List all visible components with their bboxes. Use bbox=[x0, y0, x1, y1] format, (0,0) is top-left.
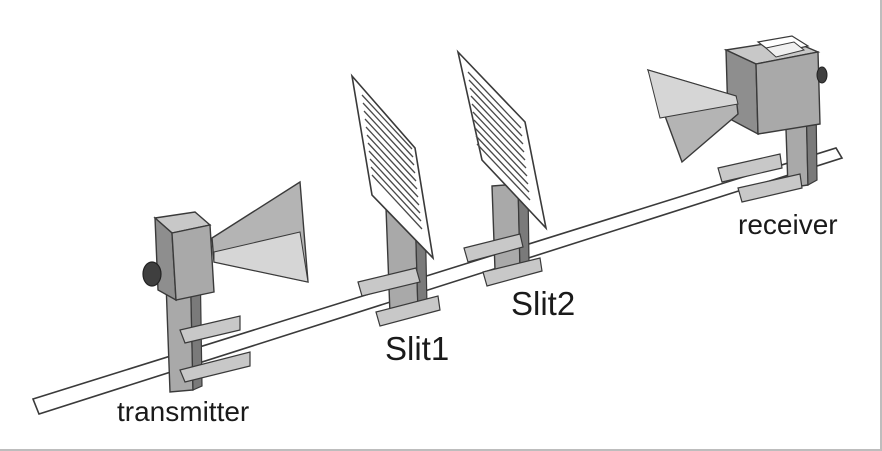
slit1-label: Slit1 bbox=[385, 330, 449, 367]
transmitter-horn-icon bbox=[142, 180, 309, 393]
receiver-horn-icon bbox=[646, 35, 828, 203]
receiver-label: receiver bbox=[738, 209, 838, 240]
slit-screen-1-lines bbox=[361, 94, 423, 230]
slit-screen-2-lines bbox=[467, 71, 531, 201]
slit2-label: Slit2 bbox=[511, 285, 575, 322]
optical-bench-rail bbox=[31, 147, 844, 415]
transmitter-label: transmitter bbox=[117, 396, 249, 427]
slit-screen-1 bbox=[350, 73, 441, 327]
slit-screen-2 bbox=[456, 49, 548, 287]
